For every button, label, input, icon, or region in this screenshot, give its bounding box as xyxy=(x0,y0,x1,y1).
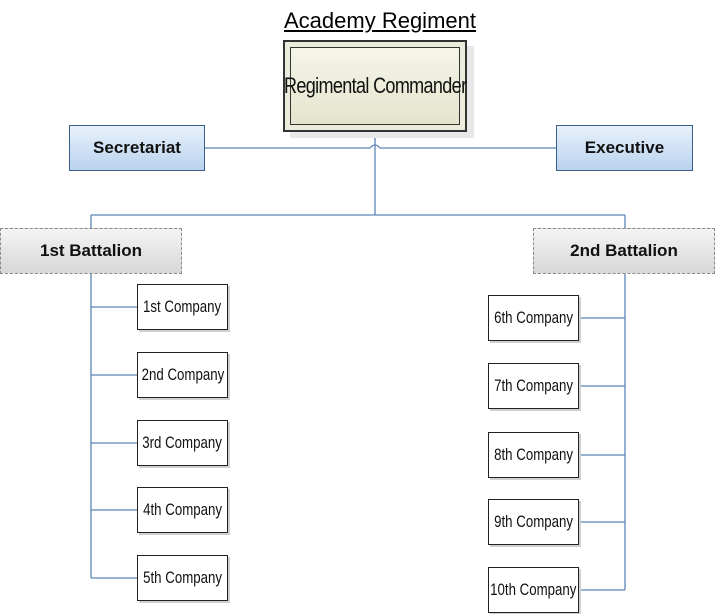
company-box: 4th Company xyxy=(137,487,228,533)
regimental-commander-inner: Regimental Commander xyxy=(284,47,467,125)
company-label: 9th Company xyxy=(494,512,573,531)
executive-box: Executive xyxy=(556,125,693,171)
executive-label: Executive xyxy=(584,138,665,157)
company-box: 5th Company xyxy=(137,555,228,601)
company-label: 5th Company xyxy=(143,568,222,587)
secretariat-box: Secretariat xyxy=(69,125,205,171)
secretariat-label: Secretariat xyxy=(93,138,181,157)
company-label: 2nd Company xyxy=(141,365,224,384)
company-label: 4th Company xyxy=(143,500,222,519)
company-label: 3rd Company xyxy=(142,433,223,452)
company-label: 6th Company xyxy=(494,308,573,327)
company-box: 8th Company xyxy=(488,432,579,478)
company-box: 6th Company xyxy=(488,295,579,341)
battalion-1-label: 1st Battalion xyxy=(39,241,143,260)
company-box: 9th Company xyxy=(488,499,579,545)
company-label: 10th Company xyxy=(490,580,577,599)
company-label: 8th Company xyxy=(494,445,573,464)
company-label: 7th Company xyxy=(494,376,573,395)
battalion-2-box: 2nd Battalion xyxy=(533,228,715,274)
company-box: 1st Company xyxy=(137,284,228,330)
regimental-commander-label: Regimental Commander xyxy=(283,73,467,98)
company-label: 1st Company xyxy=(143,297,222,316)
company-box: 7th Company xyxy=(488,363,579,409)
staff-connector xyxy=(205,144,556,149)
company-box: 10th Company xyxy=(488,567,579,613)
battalion-1-box: 1st Battalion xyxy=(0,228,182,274)
regimental-commander-box: Regimental Commander xyxy=(283,40,467,132)
chart-title: Academy Regiment xyxy=(284,8,476,33)
company-box: 3rd Company xyxy=(137,420,228,466)
battalion-2-label: 2nd Battalion xyxy=(570,241,678,260)
company-box: 2nd Company xyxy=(137,352,228,398)
